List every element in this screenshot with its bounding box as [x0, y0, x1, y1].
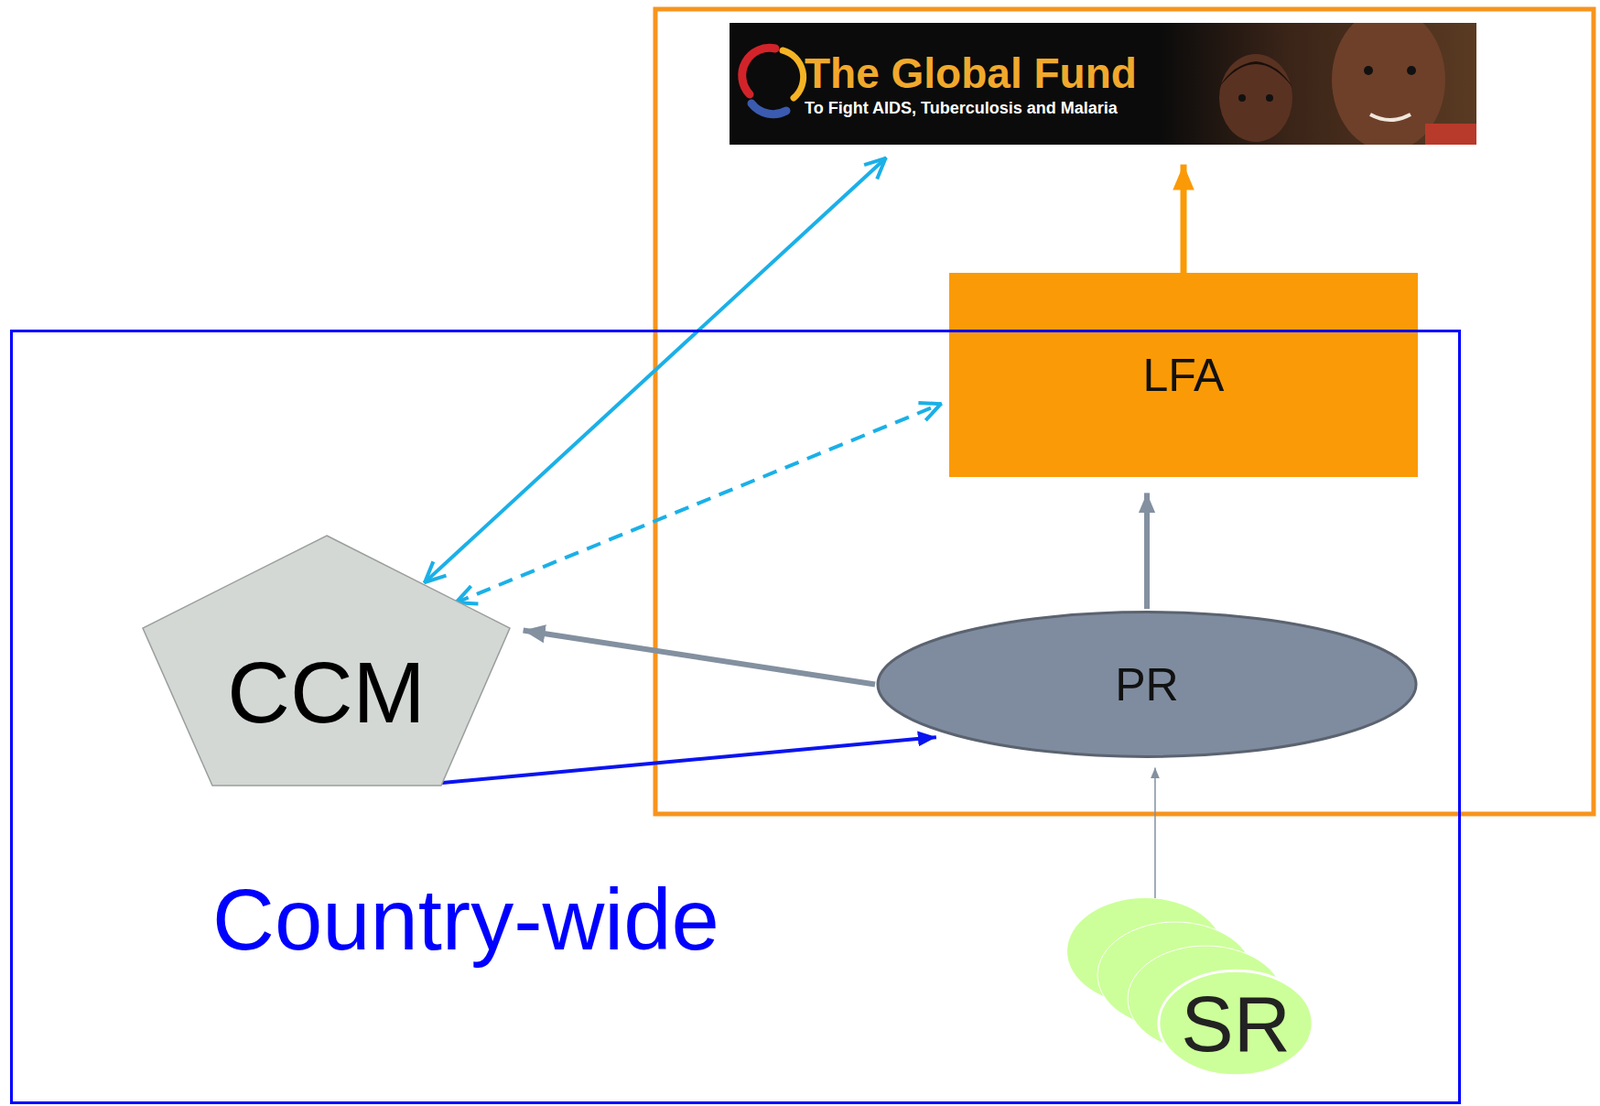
global-fund-banner: The Global Fund To Fight AIDS, Tuberculos…	[729, 22, 1477, 145]
region-label: Country-wide	[212, 876, 720, 963]
global-fund-region	[655, 9, 1594, 814]
node-label: LFA	[1143, 352, 1225, 399]
photo-illustration	[1159, 22, 1477, 145]
lfa-box: LFA	[949, 272, 1418, 477]
connector-arrow	[1154, 767, 1157, 898]
sr-ellipse: SR	[1157, 969, 1314, 1077]
eye	[1238, 94, 1246, 102]
connector-arrow	[1180, 164, 1188, 273]
pr-ellipse: PR	[875, 610, 1419, 758]
region-label-slot: Country-wide	[212, 876, 720, 963]
logo-arc	[751, 103, 787, 115]
eye	[1406, 65, 1417, 76]
ellipse-shape	[877, 612, 1417, 757]
pentagon-shape	[142, 535, 510, 786]
logo-arc	[782, 50, 804, 98]
child-hair	[1219, 61, 1293, 87]
node-label: SR	[1180, 983, 1290, 1063]
eye	[1265, 94, 1274, 102]
banner-subtitle: To Fight AIDS, Tuberculosis and Malaria	[804, 99, 1118, 117]
node-label: PR	[1114, 661, 1179, 708]
node-label: CCM	[227, 648, 425, 736]
connector-arrow	[1144, 492, 1150, 609]
logo-arc	[742, 47, 776, 95]
banner-title: The Global Fund	[804, 52, 1137, 95]
smile	[1370, 114, 1411, 120]
logo-symbol	[742, 47, 804, 114]
connector-arrow	[454, 403, 942, 604]
eye	[1363, 65, 1373, 76]
connector-arrow	[523, 630, 876, 685]
country-region: CCM PR SR Country-wide	[10, 329, 1461, 1104]
ccm-pentagon: CCM	[142, 535, 510, 786]
ellipse-shape	[1158, 970, 1313, 1076]
child-face	[1219, 54, 1293, 142]
cloth	[1425, 123, 1477, 145]
connector-arrow	[440, 736, 937, 783]
